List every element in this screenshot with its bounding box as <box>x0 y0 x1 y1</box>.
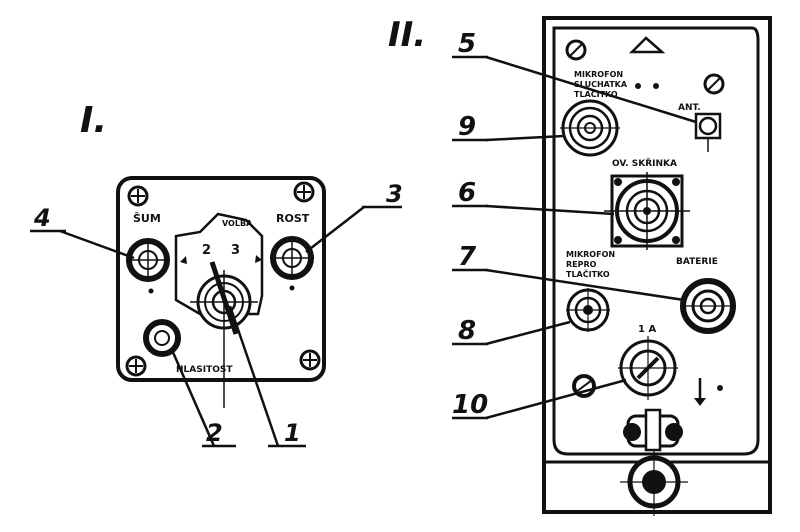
fig2-indicator-dot <box>653 83 659 89</box>
figure-two-numeral: II. <box>388 15 426 55</box>
fig2-label-fuse: 1 A <box>638 324 656 335</box>
fig1-corner-screw-tr <box>293 181 315 203</box>
fig1-selector-window <box>174 212 264 316</box>
fig1-corner-screw-br <box>299 349 321 371</box>
fig2-label-mic-line3: TLAČITKO <box>574 88 618 99</box>
fig1-label-position-2: 2 <box>202 243 211 258</box>
fig2-leader-lines <box>452 55 697 420</box>
fig1-selector-knob <box>190 261 258 408</box>
fig2-label-mic-repro-line1: MIKROFON <box>566 250 615 259</box>
fig2-label-mic-line1: MIKROFON <box>574 70 623 79</box>
fig2-handle-mark <box>628 36 666 54</box>
callout-10: 10 <box>452 390 488 420</box>
callout-2: 2 <box>206 419 223 447</box>
fig2-mic-headphone-socket <box>560 99 620 157</box>
fig2-screw-top-left <box>565 39 587 61</box>
fig1-label-rost: ROST <box>276 212 310 225</box>
callout-5: 5 <box>458 29 476 59</box>
callout-4: 4 <box>33 204 51 232</box>
fig1-volume-knob <box>143 319 181 357</box>
fig1-leader-lines <box>30 205 402 448</box>
fig2-bottom-connector <box>620 408 688 516</box>
fig1-corner-screw-tl <box>127 185 149 207</box>
fig2-fuse-holder <box>618 336 678 400</box>
fig2-mic-repro-socket <box>566 288 610 332</box>
fig2-label-ant: ANT. <box>678 103 701 113</box>
fig2-control-box-connector <box>604 172 690 250</box>
fig2-antenna-connector <box>694 112 722 152</box>
fig1-label-volba: VOLBA <box>222 219 253 228</box>
ground-icon <box>694 378 706 406</box>
fig1-corner-screw-bl <box>125 355 147 377</box>
fig2-label-ov-skrinka: OV. SKŘINKA <box>612 157 677 169</box>
fig2-label-mic-repro-line2: REPRO <box>566 260 597 269</box>
fig2-label-mic-repro-line3: TLAČITKO <box>566 268 610 279</box>
callout-9: 9 <box>458 112 476 142</box>
figure-two: II. MIKROFON SLUCHATKA TLAČITKO ANT. OV.… <box>388 15 772 516</box>
fig2-screw-top-right <box>703 73 725 95</box>
callout-3: 3 <box>386 180 403 208</box>
figure-one-numeral: I. <box>80 100 107 141</box>
callout-6: 6 <box>458 178 476 208</box>
fig1-arrow-mark <box>255 255 262 263</box>
fig2-indicator-dot <box>717 385 723 391</box>
fig2-label-mic-line2: SLUCHATKA <box>574 80 628 89</box>
figure-one: I. ŠUM VOLBA ROST 2 3 <box>30 100 403 448</box>
fig2-indicator-dot <box>635 83 641 89</box>
fig1-arrow-mark <box>180 256 187 264</box>
fig1-growth-knob <box>270 236 314 291</box>
fig2-label-baterie: BATERIE <box>676 257 718 267</box>
callout-1: 1 <box>284 419 301 447</box>
fig1-noise-knob <box>126 238 170 294</box>
fig2-battery-socket <box>680 278 736 334</box>
fig1-label-position-3: 3 <box>231 243 240 258</box>
callout-8: 8 <box>458 316 476 346</box>
fig2-screw-bottom-left <box>572 374 596 398</box>
callout-7: 7 <box>458 242 477 272</box>
fig1-label-sum: ŠUM <box>133 212 161 225</box>
fig1-label-hlasitost: HLASITOST <box>176 365 233 375</box>
